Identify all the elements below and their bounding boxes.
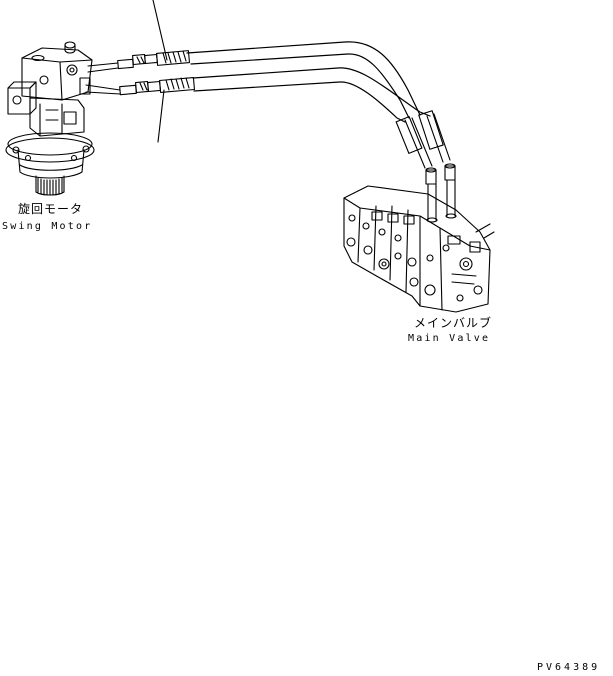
hose-fittings-upper: [118, 51, 190, 69]
drawing-code: PV64389: [537, 662, 601, 673]
main-valve-label-jp: メインバルブ: [414, 316, 493, 330]
swing-motor: [6, 42, 120, 195]
leader-lines: [153, 0, 167, 142]
swing-motor-label-en: Swing Motor: [2, 221, 93, 232]
hydraulic-hoses: [187, 42, 430, 122]
main-valve-label-en: Main Valve: [408, 333, 491, 344]
swing-motor-label-jp: 旋回モータ: [18, 202, 84, 216]
main-valve: [344, 111, 494, 312]
hose-fittings-lower: [120, 78, 195, 95]
